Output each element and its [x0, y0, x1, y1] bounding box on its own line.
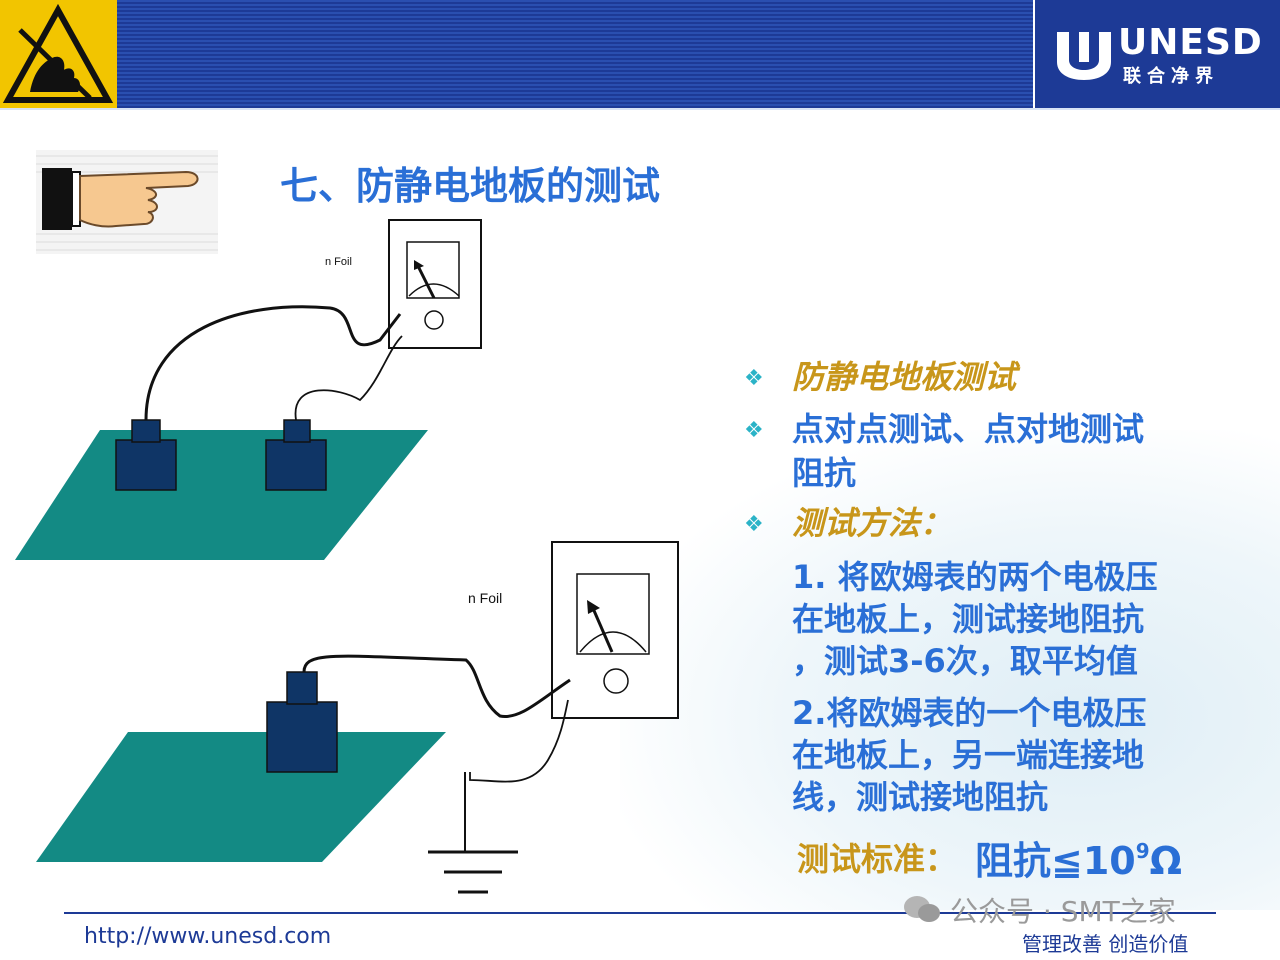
floor-plate-bottom: [36, 732, 446, 862]
method-line: 在地板上，测试接地阻抗: [792, 600, 1145, 638]
brand-name: UNESD: [1118, 22, 1263, 63]
watermark-text: 公众号 · SMT之家: [950, 895, 1176, 928]
footer-url-link[interactable]: http://www.unesd.com: [84, 924, 332, 949]
method-line: 1. 将欧姆表的两个电极压: [792, 558, 1158, 596]
floor-test-diagram: n Foil n Foil: [15, 219, 679, 894]
electrode-right: [265, 439, 327, 491]
page-title: 七、防静电地板的测试: [280, 164, 661, 208]
electrode-left-cap: [131, 419, 161, 443]
electrode-bottom: [266, 701, 338, 773]
method-line: 在地板上，另一端连接地: [792, 736, 1145, 774]
logo-panel: [1033, 0, 1280, 108]
method-line: 2.将欧姆表的一个电极压: [792, 694, 1147, 732]
item-floor-test: 防静电地板测试: [792, 358, 1017, 396]
background-decoration: [620, 430, 1280, 910]
electrode-left: [115, 439, 177, 491]
item-impedance: 阻抗: [792, 454, 857, 492]
bullet-icon: ❖: [744, 512, 764, 537]
brand-subtitle: 联合净界: [1123, 66, 1219, 87]
unesd-logo-icon: [1057, 32, 1111, 80]
bullet-icon: ❖: [744, 418, 764, 443]
meter-label-top: n Foil: [325, 256, 352, 268]
item-point-test: 点对点测试、点对地测试: [792, 410, 1145, 448]
footer-divider: [64, 912, 1216, 914]
standard-label: 测试标准：: [797, 840, 958, 878]
floor-plate-top: [15, 430, 428, 560]
method-line: ，测试3-6次，取平均值: [792, 642, 1138, 680]
footer-slogan: 管理改善 创造价值: [1022, 932, 1189, 956]
electrode-right-cap: [283, 419, 311, 443]
ground-symbol: [428, 772, 518, 894]
wechat-icon: [902, 894, 942, 928]
electrode-bottom-cap: [286, 671, 318, 705]
pointing-hand-icon: [36, 150, 218, 254]
bullet-icon: ❖: [744, 366, 764, 391]
method-line: 线，测试接地阻抗: [792, 778, 1049, 816]
standard-value: 阻抗≦109Ω: [975, 839, 1182, 883]
meter-label-bottom: n Foil: [468, 590, 502, 606]
item-method-heading: 测试方法：: [792, 504, 953, 542]
esd-warning-icon: [0, 0, 117, 108]
